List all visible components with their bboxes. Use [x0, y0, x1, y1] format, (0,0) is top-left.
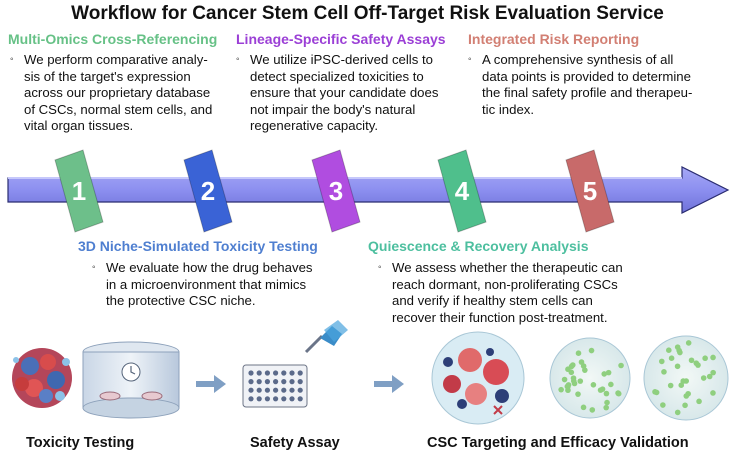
step-2-plate: 2	[183, 149, 233, 233]
efficacy-dish-1-illustration	[549, 337, 631, 419]
step-5-line: tic index.	[482, 101, 535, 117]
step-4-line: and verify if healthy stem cells can	[392, 293, 593, 309]
step-3-number: 3	[329, 176, 343, 206]
csc-validation-label: CSC Targeting and Efficacy Validation	[427, 435, 689, 451]
step-4-description: ◦ We assess whether the therapeutic can …	[378, 260, 692, 326]
pipette-icon	[304, 320, 348, 354]
step-5-number: 5	[583, 176, 597, 206]
step-1-line: sis of the target's expression	[24, 68, 191, 84]
step-3-line: detect specialized toxicities to	[250, 68, 424, 84]
bullet-icon: ◦	[236, 54, 240, 65]
step-2-line: the protective CSC niche.	[106, 293, 256, 309]
step-5-heading: Integrated Risk Reporting	[468, 31, 640, 47]
step-4-number: 4	[455, 176, 470, 206]
step-2-heading: 3D Niche-Simulated Toxicity Testing	[78, 238, 318, 254]
csc-targeting-dish-illustration	[431, 331, 525, 425]
workflow-arrow	[7, 166, 730, 214]
step-1-line: We perform comparative analy-	[24, 52, 208, 67]
efficacy-dish-2-illustration	[643, 335, 729, 421]
step-4-line: We assess whether the therapeutic can	[392, 260, 623, 275]
step-3-heading: Lineage-Specific Safety Assays	[236, 31, 446, 47]
step-4-heading: Quiescence & Recovery Analysis	[368, 238, 589, 254]
step-3-description: ◦ We utilize iPSC-derived cells to detec…	[236, 52, 470, 135]
toxicity-spheroid-illustration	[12, 348, 72, 408]
page-title: Workflow for Cancer Stem Cell Off-Target…	[71, 3, 664, 24]
step-3-plate: 3	[311, 149, 361, 233]
step-1-heading: Multi-Omics Cross-Referencing	[8, 31, 218, 47]
step-2-line: We evaluate how the drug behaves	[106, 260, 313, 275]
step-3-line: regenerative capacity.	[250, 118, 379, 134]
bullet-icon: ◦	[92, 262, 96, 273]
toxicity-testing-label: Toxicity Testing	[26, 435, 135, 451]
step-2-description: ◦ We evaluate how the drug behaves in a …	[92, 260, 346, 310]
step-3-line: ensure that your candidate does	[250, 85, 439, 101]
step-4-plate: 4	[437, 149, 487, 233]
bullet-icon: ◦	[378, 262, 382, 273]
step-1-plate: 1	[54, 149, 104, 233]
step-5-description: ◦ A comprehensive synthesis of all data …	[468, 52, 727, 118]
step-1-line: vital organ tissues.	[24, 118, 134, 134]
step-3-line: not impair the body's natural	[250, 101, 416, 117]
step-5-plate: 5	[565, 149, 615, 233]
step-5-line: A comprehensive synthesis of all	[482, 52, 674, 67]
bullet-icon: ◦	[10, 54, 14, 65]
well-plate-illustration	[242, 364, 308, 408]
step-2-line: in a microenvironment that mimics	[106, 276, 307, 292]
step-3-line: We utilize iPSC-derived cells to	[250, 52, 433, 67]
step-2-number: 2	[201, 176, 215, 206]
step-1-line: of CSCs, normal stem cells, and	[24, 101, 213, 117]
step-1-line: across our proprietary database	[24, 85, 211, 101]
step-1-description: ◦ We perform comparative analy- sis of t…	[10, 52, 244, 135]
process-arrow-2	[374, 375, 404, 393]
process-arrow-1	[196, 375, 226, 393]
step-5-line: data points is provided to determine	[482, 68, 691, 84]
step-5-line: the final safety profile and therapeu-	[482, 85, 693, 101]
incubation-chamber-illustration	[82, 341, 180, 419]
step-1-number: 1	[72, 176, 86, 206]
safety-assay-label: Safety Assay	[250, 435, 340, 451]
step-4-line: recover their function post-treatment.	[392, 309, 608, 325]
bullet-icon: ◦	[468, 54, 472, 65]
step-4-line: reach dormant, non-proliferating CSCs	[392, 276, 618, 292]
